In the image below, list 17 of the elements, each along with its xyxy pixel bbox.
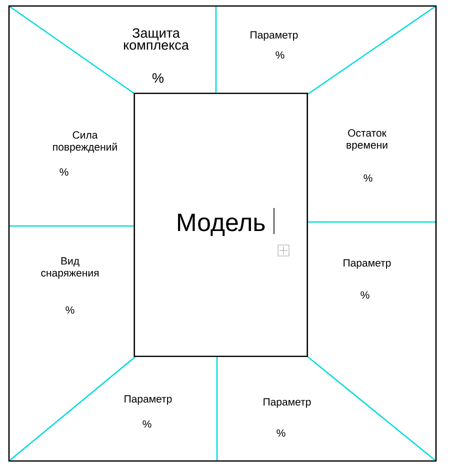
parameter-label: Защита комплекса <box>124 28 189 50</box>
percent-label: % <box>142 420 152 428</box>
parameter-label: Остаток времени <box>346 129 388 151</box>
percent-label: % <box>276 429 286 437</box>
parameter-label: Сила повреждений <box>53 131 117 153</box>
percent-label: % <box>364 174 372 182</box>
parameter-label: Параметр <box>264 398 311 408</box>
percent-label: % <box>360 291 370 299</box>
parameter-label: Параметр <box>250 31 298 41</box>
percent-label: % <box>60 168 68 176</box>
percent-label: % <box>276 51 284 59</box>
parameter-label: Параметр <box>124 395 172 405</box>
parameter-label: Вид снаряжения <box>41 257 99 279</box>
model-box: Модель <box>134 92 308 357</box>
parameter-label: Параметр <box>344 259 391 269</box>
percent-label: % <box>66 306 74 314</box>
frame-box <box>8 5 437 462</box>
